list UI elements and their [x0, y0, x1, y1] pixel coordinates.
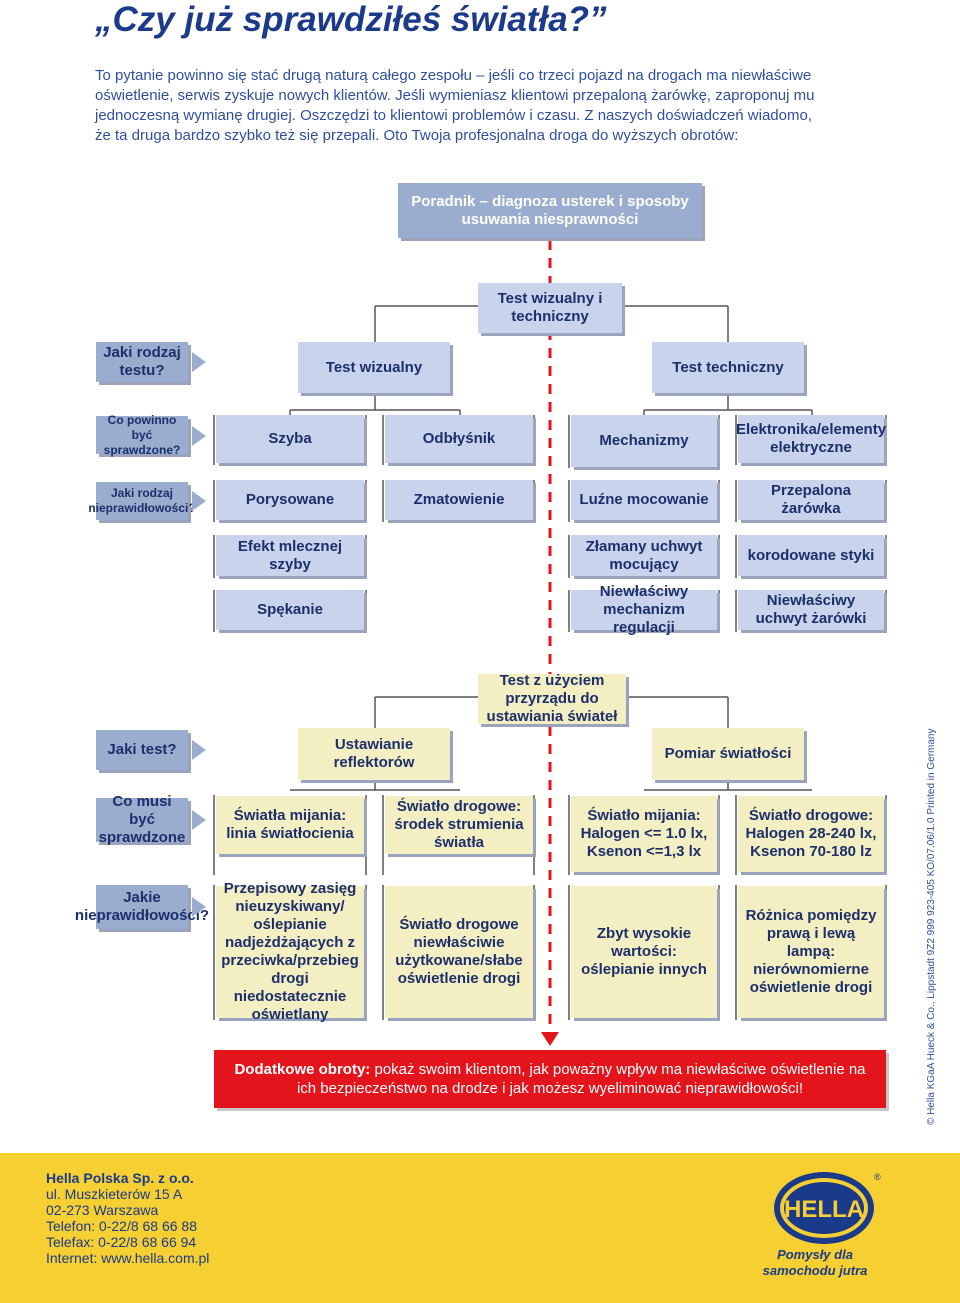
svg-text:®: ® — [874, 1172, 881, 1182]
internet-line: Internet: www.hella.com.pl — [46, 1250, 210, 1266]
arrow-right-icon — [192, 897, 206, 917]
row-label-what-check: Co musi być sprawdzone — [96, 793, 188, 846]
banner-bold: Dodatkowe obroty: — [234, 1061, 371, 1078]
arrow-right-icon — [192, 740, 206, 760]
test-technical-box: Test techniczny — [652, 342, 804, 393]
fault-box: Światło drogowe niewłaściwie użytkowane/… — [385, 886, 533, 1018]
check-mechanisms-box: Mechanizmy — [571, 415, 717, 467]
fault-box: Niewłaściwy mechanizm regulacji — [571, 583, 717, 636]
check-box: Światło mijania: Halogen <= 1.0 lx, Ksen… — [571, 796, 717, 872]
fax-line: Telefax: 0-22/8 68 66 94 — [46, 1234, 197, 1250]
footer-address: Hella Polska Sp. z o.o. ul. Muszkieterów… — [46, 1170, 209, 1266]
check-box: Światło drogowe: środek strumienia świat… — [385, 796, 533, 854]
svg-text:HELLA: HELLA — [784, 1196, 864, 1223]
address-line: 02-273 Warszawa — [46, 1202, 159, 1218]
row-label-fault-type: Jaki rodzaj nieprawidłowości? — [88, 482, 196, 520]
company-name: Hella Polska Sp. z o.o. — [46, 1170, 194, 1186]
copyright-note: © Hella KGaA Hueck & Co., Lippstadt 9Z2 … — [926, 728, 937, 1125]
headlamp-adjust-box: Ustawianie reflektorów — [298, 728, 450, 780]
fault-box: Zbyt wysokie wartości: oślepianie innych — [571, 886, 717, 1018]
arrow-right-icon — [192, 426, 206, 446]
visual-technical-test-box: Test wizualny i techniczny — [478, 283, 622, 333]
slogan: Pomysły dla samochodu jutra — [762, 1247, 868, 1278]
fault-box: Zmatowienie — [385, 480, 533, 520]
fault-box: Spękanie — [216, 590, 364, 630]
extra-revenue-banner: Dodatkowe obroty: pokaż swoim klientom, … — [214, 1050, 886, 1108]
arrow-right-icon — [192, 352, 206, 372]
instrument-test-box: Test z użyciem przyrządu do ustawiania ś… — [478, 672, 626, 725]
fault-box: Przepalona żarówka — [738, 480, 884, 520]
intro-paragraph: To pytanie powinno się stać drugą naturą… — [95, 67, 815, 144]
guide-box: Poradnik – diagnoza usterek i sposoby us… — [398, 183, 702, 238]
fault-box: Porysowane — [216, 480, 364, 520]
row-label-test: Jaki test? — [96, 730, 188, 770]
row-label-test-type: Jaki rodzaj testu? — [96, 342, 188, 382]
fault-box: Niewłaściwy uchwyt żarówki — [738, 590, 884, 630]
light-intensity-box: Pomiar światłości — [652, 728, 804, 780]
arrow-right-icon — [192, 810, 206, 830]
check-glass-box: Szyba — [216, 415, 364, 463]
check-box: Światło drogowe: Halogen 28-240 lx, Ksen… — [738, 796, 884, 872]
check-box: Światła mijania: linia światłocienia — [216, 796, 364, 854]
hella-logo: HELLA ® — [774, 1172, 881, 1244]
test-visual-box: Test wizualny — [298, 342, 450, 393]
check-electronics-box: Elektronika/elementy elektryczne — [736, 415, 886, 463]
banner-text: pokaż swoim klientom, jak poważny wpływ … — [296, 1061, 866, 1097]
row-label-what-check: Co powinno być sprawdzone? — [96, 413, 188, 457]
row-label-faults: Jakie nieprawidłowości? — [75, 885, 209, 929]
fault-box: Różnica pomiędzy prawą i lewą lampą: nie… — [738, 886, 884, 1018]
address-line: ul. Muszkieterów 15 A — [46, 1186, 183, 1202]
check-reflector-box: Odbłyśnik — [385, 415, 533, 463]
fault-box: korodowane styki — [738, 535, 884, 576]
phone-line: Telefon: 0-22/8 68 66 88 — [46, 1218, 198, 1234]
page-title: „Czy już sprawdziłeś światła?” — [95, 0, 607, 39]
fault-box: Efekt mlecznej szyby — [216, 535, 364, 576]
fault-box: Przepisowy zasięg nieuzyskiwany/ oślepia… — [216, 880, 364, 1023]
fault-box: Złamany uchwyt mocujący — [571, 535, 717, 576]
arrow-right-icon — [192, 491, 206, 511]
fault-box: Luźne mocowanie — [571, 480, 717, 520]
